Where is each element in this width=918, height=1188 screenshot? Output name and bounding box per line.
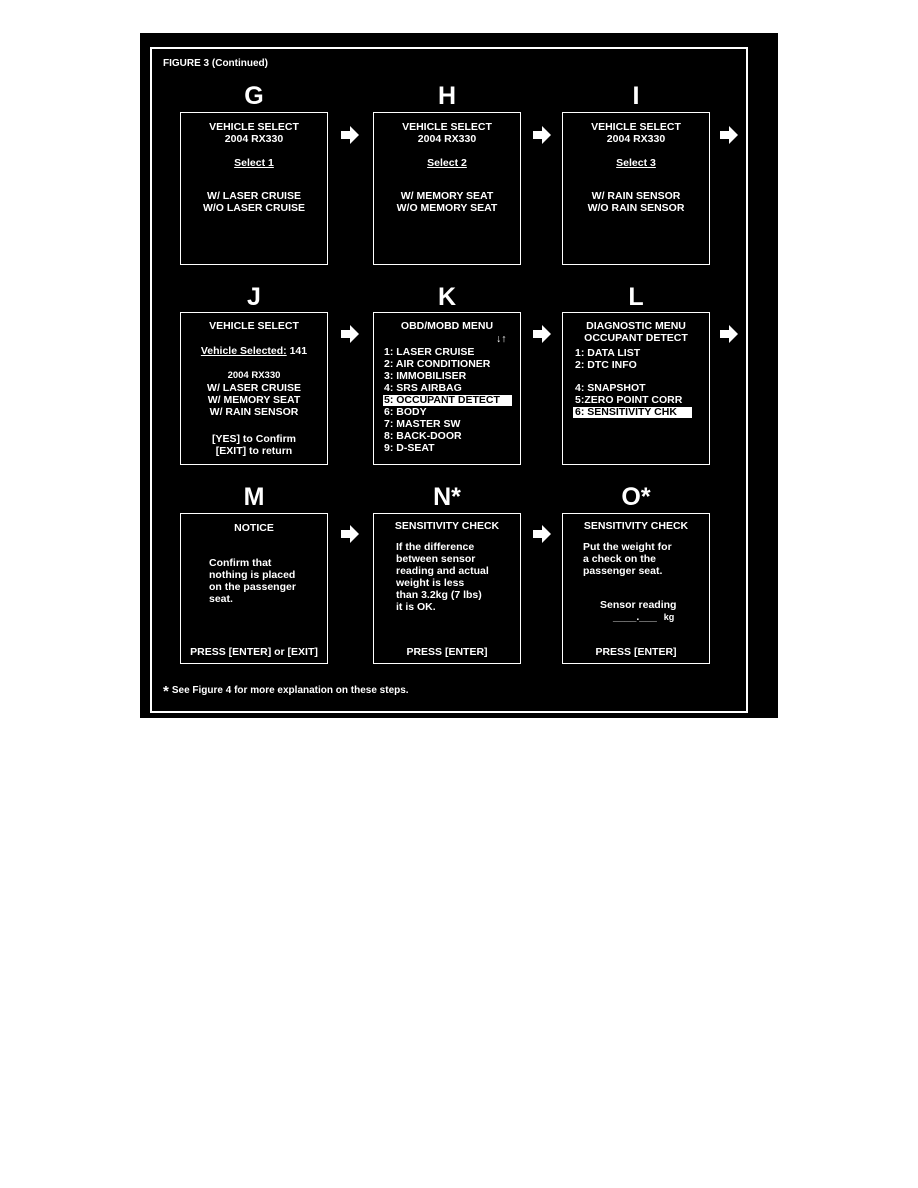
screen-m: NOTICE Confirm that nothing is placed on… xyxy=(180,513,328,664)
menu-item-selected[interactable]: 5: OCCUPANT DETECT xyxy=(383,395,512,406)
step-letter-j: J xyxy=(247,283,261,311)
option-without[interactable]: W/O MEMORY SEAT xyxy=(396,202,498,214)
screen-title: VEHICLE SELECT xyxy=(591,121,681,133)
menu-item[interactable]: 8: BACK-DOOR xyxy=(384,430,462,442)
notice-text: Confirm that xyxy=(209,557,272,569)
sensor-reading-row: ____.___ kg xyxy=(613,611,674,623)
sensor-reading-unit: kg xyxy=(663,612,675,622)
screen-title: DIAGNOSTIC MENU xyxy=(586,320,686,332)
screen-subtitle: OCCUPANT DETECT xyxy=(584,332,688,344)
step-letter-n: N* xyxy=(433,483,461,511)
instruction-text: a check on the xyxy=(583,553,656,565)
menu-item[interactable]: 4: SRS AIRBAG xyxy=(384,382,462,394)
step-letter-g: G xyxy=(244,82,264,110)
vehicle-selected-value: 141 xyxy=(289,345,308,357)
menu-item[interactable]: 1: DATA LIST xyxy=(575,347,641,359)
screen-g: VEHICLE SELECT 2004 RX330 Select 1 W/ LA… xyxy=(180,112,328,265)
screen-n: SENSITIVITY CHECK If the difference betw… xyxy=(373,513,521,664)
step-letter-k: K xyxy=(437,283,457,311)
sensor-reading-value: ____.___ xyxy=(613,611,657,623)
screen-i: VEHICLE SELECT 2004 RX330 Select 3 W/ RA… xyxy=(562,112,710,265)
footnote: *See Figure 4 for more explanation on th… xyxy=(163,683,409,700)
right-arrow-icon xyxy=(720,126,738,144)
press-instruction[interactable]: PRESS [ENTER] or [EXIT] xyxy=(190,646,318,658)
sensor-reading-label: Sensor reading xyxy=(600,599,677,611)
confirm-instruction[interactable]: [YES] to Confirm xyxy=(212,433,296,445)
menu-item[interactable]: 7: MASTER SW xyxy=(384,418,461,430)
step-letter-m: M xyxy=(243,483,265,511)
notice-text: nothing is placed xyxy=(209,569,296,581)
instruction-text: it is OK. xyxy=(396,601,436,613)
scroll-arrows-icon: ↓↑ xyxy=(496,333,507,345)
option-with[interactable]: W/ RAIN SENSOR xyxy=(591,190,681,202)
select-label: Select 3 xyxy=(616,157,656,169)
screen-l: DIAGNOSTIC MENU OCCUPANT DETECT 1: DATA … xyxy=(562,312,710,465)
option-without[interactable]: W/O RAIN SENSOR xyxy=(587,202,685,214)
screen-title: SENSITIVITY CHECK xyxy=(583,520,689,532)
step-letter-o: O* xyxy=(621,483,651,511)
press-instruction[interactable]: PRESS [ENTER] xyxy=(406,646,488,658)
menu-item[interactable]: 4: SNAPSHOT xyxy=(575,382,646,394)
figure-panel xyxy=(140,33,778,718)
menu-item[interactable]: 1: LASER CRUISE xyxy=(384,346,475,358)
figure-title: FIGURE 3 (Continued) xyxy=(163,58,268,69)
menu-item-selected[interactable]: 6: SENSITIVITY CHK xyxy=(573,407,692,418)
right-arrow-icon xyxy=(341,325,359,343)
menu-item[interactable]: 5:ZERO POINT CORR xyxy=(575,394,683,406)
return-instruction[interactable]: [EXIT] to return xyxy=(215,445,293,457)
right-arrow-icon xyxy=(720,325,738,343)
select-label: Select 1 xyxy=(234,157,274,169)
press-instruction[interactable]: PRESS [ENTER] xyxy=(595,646,677,658)
vehicle-model: 2004 RX330 xyxy=(417,133,477,145)
spec-line: W/ RAIN SENSOR xyxy=(209,406,299,418)
screen-title: OBD/MOBD MENU xyxy=(400,320,494,332)
step-letter-i: I xyxy=(632,82,640,110)
vehicle-selected-row: Vehicle Selected: 141 xyxy=(181,345,327,357)
right-arrow-icon xyxy=(533,126,551,144)
option-with[interactable]: W/ LASER CRUISE xyxy=(207,190,301,202)
instruction-text: than 3.2kg (7 lbs) xyxy=(396,589,482,601)
spec-line: W/ MEMORY SEAT xyxy=(207,394,301,406)
screen-title: VEHICLE SELECT xyxy=(209,320,299,332)
step-letter-h: H xyxy=(437,82,457,110)
footnote-text: See Figure 4 for more explanation on the… xyxy=(171,685,409,696)
instruction-text: reading and actual xyxy=(396,565,489,577)
notice-text: seat. xyxy=(209,593,233,605)
vehicle-selected-label: Vehicle Selected: xyxy=(200,345,287,357)
right-arrow-icon xyxy=(341,525,359,543)
right-arrow-icon xyxy=(533,325,551,343)
screen-k: OBD/MOBD MENU ↓↑ 1: LASER CRUISE 2: AIR … xyxy=(373,312,521,465)
instruction-text: If the difference xyxy=(396,541,475,553)
screen-title: NOTICE xyxy=(234,522,274,534)
vehicle-model: 2004 RX330 xyxy=(227,370,281,381)
instruction-text: weight is less xyxy=(396,577,465,589)
step-letter-l: L xyxy=(628,283,644,311)
vehicle-model: 2004 RX330 xyxy=(224,133,284,145)
option-without[interactable]: W/O LASER CRUISE xyxy=(202,202,306,214)
menu-item[interactable]: 2: AIR CONDITIONER xyxy=(384,358,491,370)
vehicle-model: 2004 RX330 xyxy=(606,133,666,145)
screen-title: SENSITIVITY CHECK xyxy=(394,520,500,532)
menu-item[interactable]: 2: DTC INFO xyxy=(575,359,637,371)
asterisk-icon: * xyxy=(163,683,169,700)
instruction-text: between sensor xyxy=(396,553,476,565)
screen-o: SENSITIVITY CHECK Put the weight for a c… xyxy=(562,513,710,664)
select-label: Select 2 xyxy=(427,157,467,169)
right-arrow-icon xyxy=(533,525,551,543)
screen-j: VEHICLE SELECT Vehicle Selected: 141 200… xyxy=(180,312,328,465)
instruction-text: passenger seat. xyxy=(583,565,663,577)
option-with[interactable]: W/ MEMORY SEAT xyxy=(400,190,494,202)
notice-text: on the passenger xyxy=(209,581,296,593)
screen-h: VEHICLE SELECT 2004 RX330 Select 2 W/ ME… xyxy=(373,112,521,265)
screen-title: VEHICLE SELECT xyxy=(209,121,299,133)
spec-line: W/ LASER CRUISE xyxy=(207,382,301,394)
instruction-text: Put the weight for xyxy=(583,541,672,553)
menu-item[interactable]: 9: D-SEAT xyxy=(384,442,435,454)
right-arrow-icon xyxy=(341,126,359,144)
screen-title: VEHICLE SELECT xyxy=(402,121,492,133)
menu-item[interactable]: 6: BODY xyxy=(384,406,427,418)
figure-frame xyxy=(150,47,748,713)
menu-item[interactable]: 3: IMMOBILISER xyxy=(384,370,467,382)
